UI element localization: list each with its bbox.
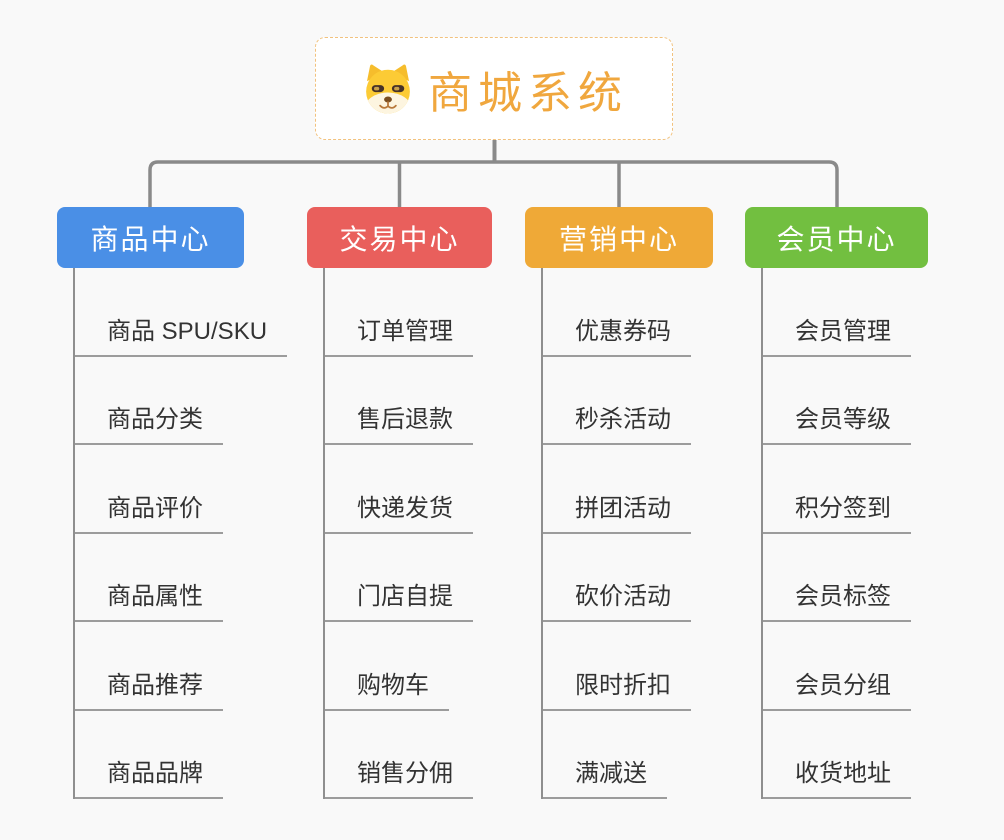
branch-header-member-center[interactable]: 会员中心 xyxy=(745,207,928,268)
leaf-node[interactable]: 商品 SPU/SKU xyxy=(73,268,288,357)
branch-children-product-center: 商品 SPU/SKU 商品分类 商品评价 商品属性 商品推荐 商品品牌 xyxy=(73,268,288,799)
leaf-node[interactable]: 优惠券码 xyxy=(541,268,691,357)
branch-header-marketing-center[interactable]: 营销中心 xyxy=(525,207,713,268)
leaf-node[interactable]: 售后退款 xyxy=(323,357,473,445)
leaf-node[interactable]: 拼团活动 xyxy=(541,445,691,534)
dog-face-icon xyxy=(366,64,410,113)
branch-label: 交易中心 xyxy=(339,223,460,255)
leaf-node[interactable]: 会员管理 xyxy=(761,268,911,357)
leaf-node[interactable]: 门店自提 xyxy=(323,534,473,622)
branch-header-trade-center[interactable]: 交易中心 xyxy=(307,207,492,268)
leaf-node[interactable]: 快递发货 xyxy=(323,445,473,534)
leaf-node[interactable]: 砍价活动 xyxy=(541,534,691,622)
leaf-node[interactable]: 积分签到 xyxy=(761,445,911,534)
leaf-node[interactable]: 满减送 xyxy=(541,711,667,799)
leaf-node[interactable]: 限时折扣 xyxy=(541,622,691,711)
leaf-node[interactable]: 商品品牌 xyxy=(73,711,223,799)
leaf-node[interactable]: 商品评价 xyxy=(73,445,223,534)
branch-label: 商品中心 xyxy=(90,223,211,255)
leaf-node[interactable]: 会员分组 xyxy=(761,622,911,711)
leaf-node[interactable]: 购物车 xyxy=(323,622,449,711)
root-title: 商城系统 xyxy=(428,68,628,118)
leaf-node[interactable]: 商品分类 xyxy=(73,357,223,445)
branch-children-trade-center: 订单管理 售后退款 快递发货 门店自提 购物车 销售分佣 xyxy=(323,268,473,799)
root-node[interactable]: 商城系统 xyxy=(315,37,673,140)
branch-label: 营销中心 xyxy=(558,223,679,255)
branch-header-product-center[interactable]: 商品中心 xyxy=(57,207,244,268)
leaf-node[interactable]: 商品推荐 xyxy=(73,622,223,711)
leaf-node[interactable]: 收货地址 xyxy=(761,711,911,799)
leaf-node[interactable]: 会员标签 xyxy=(761,534,911,622)
branch-children-marketing-center: 优惠券码 秒杀活动 拼团活动 砍价活动 限时折扣 满减送 xyxy=(541,268,691,799)
leaf-node[interactable]: 会员等级 xyxy=(761,357,911,445)
leaf-node[interactable]: 秒杀活动 xyxy=(541,357,691,445)
leaf-node[interactable]: 商品属性 xyxy=(73,534,223,622)
branch-label: 会员中心 xyxy=(776,223,897,255)
leaf-node[interactable]: 销售分佣 xyxy=(323,711,473,799)
leaf-node[interactable]: 订单管理 xyxy=(323,268,473,357)
branch-children-member-center: 会员管理 会员等级 积分签到 会员标签 会员分组 收货地址 xyxy=(761,268,911,799)
